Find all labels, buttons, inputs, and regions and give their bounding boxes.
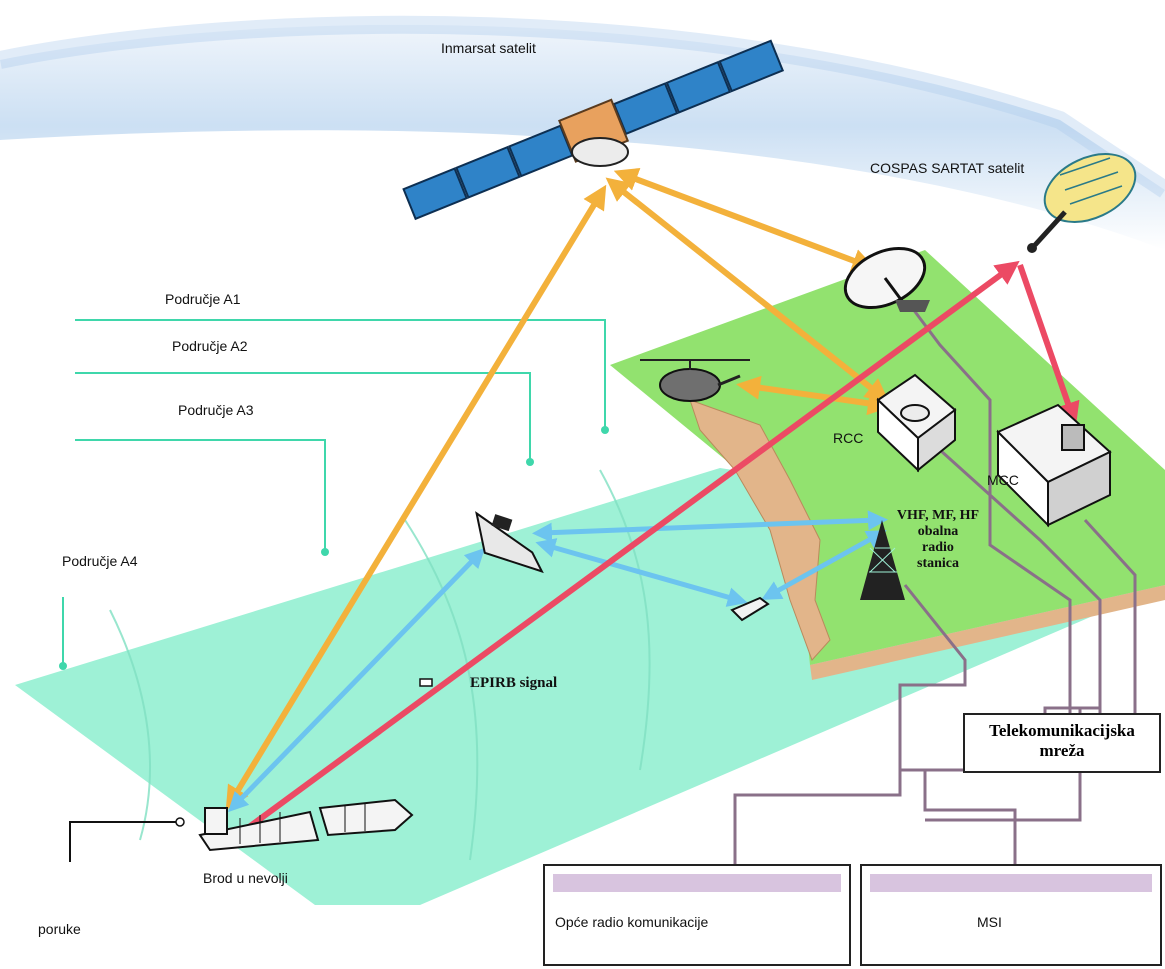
telecom-line-1: Telekomunikacijska xyxy=(989,721,1135,740)
helicopter-icon xyxy=(640,359,750,402)
poruke-label: poruke xyxy=(38,921,81,937)
mcc-label: MCC xyxy=(987,472,1019,488)
area-a2-label: Područje A2 xyxy=(172,338,248,354)
radio-tower-icon xyxy=(860,520,905,600)
telecom-line-2: mreža xyxy=(1039,741,1085,760)
coast-station-line-2: obalna xyxy=(917,524,959,539)
general-radio-label: Opće radio komunikacije xyxy=(555,914,709,930)
ship-icon xyxy=(475,511,544,574)
msi-bar xyxy=(870,874,1152,892)
coast-station-line-1: VHF, MF, HF xyxy=(896,508,980,523)
distress-ship-icon xyxy=(198,798,414,852)
cospas-label: COSPAS SARTAT satelit xyxy=(870,160,1025,176)
epirb-beacon-icon xyxy=(419,678,433,687)
area-a3-label: Područje A3 xyxy=(178,402,254,418)
mcc-building-icon xyxy=(996,403,1112,528)
rcc-label: RCC xyxy=(833,430,864,446)
rcc-building-icon xyxy=(876,373,957,473)
telecom-network-box: Telekomunikacijska mreža xyxy=(963,713,1161,773)
msi-label: MSI xyxy=(977,914,1002,930)
ship-distress-label: Brod u nevolji xyxy=(203,870,288,886)
general-radio-bar xyxy=(553,874,841,892)
area-a4-label: Područje A4 xyxy=(62,553,138,569)
boat-icon xyxy=(730,596,770,622)
dish-antenna-icon xyxy=(843,246,930,312)
cospas-satellite-icon xyxy=(1027,153,1137,253)
area-a1-label: Područje A1 xyxy=(165,291,241,307)
coast-station-line-3: radio xyxy=(922,540,954,555)
msi-box: MSI xyxy=(860,864,1162,966)
inmarsat-satellite-icon xyxy=(402,39,785,221)
coast-station-line-4: stanica xyxy=(917,556,959,571)
land-edge xyxy=(810,585,1165,680)
general-radio-box: Opće radio komunikacije xyxy=(543,864,851,966)
epirb-label: EPIRB signal xyxy=(470,675,558,691)
coast-station-label: VHF, MF, HF obalna radio stanica xyxy=(888,508,988,572)
inmarsat-label: Inmarsat satelit xyxy=(441,40,536,56)
